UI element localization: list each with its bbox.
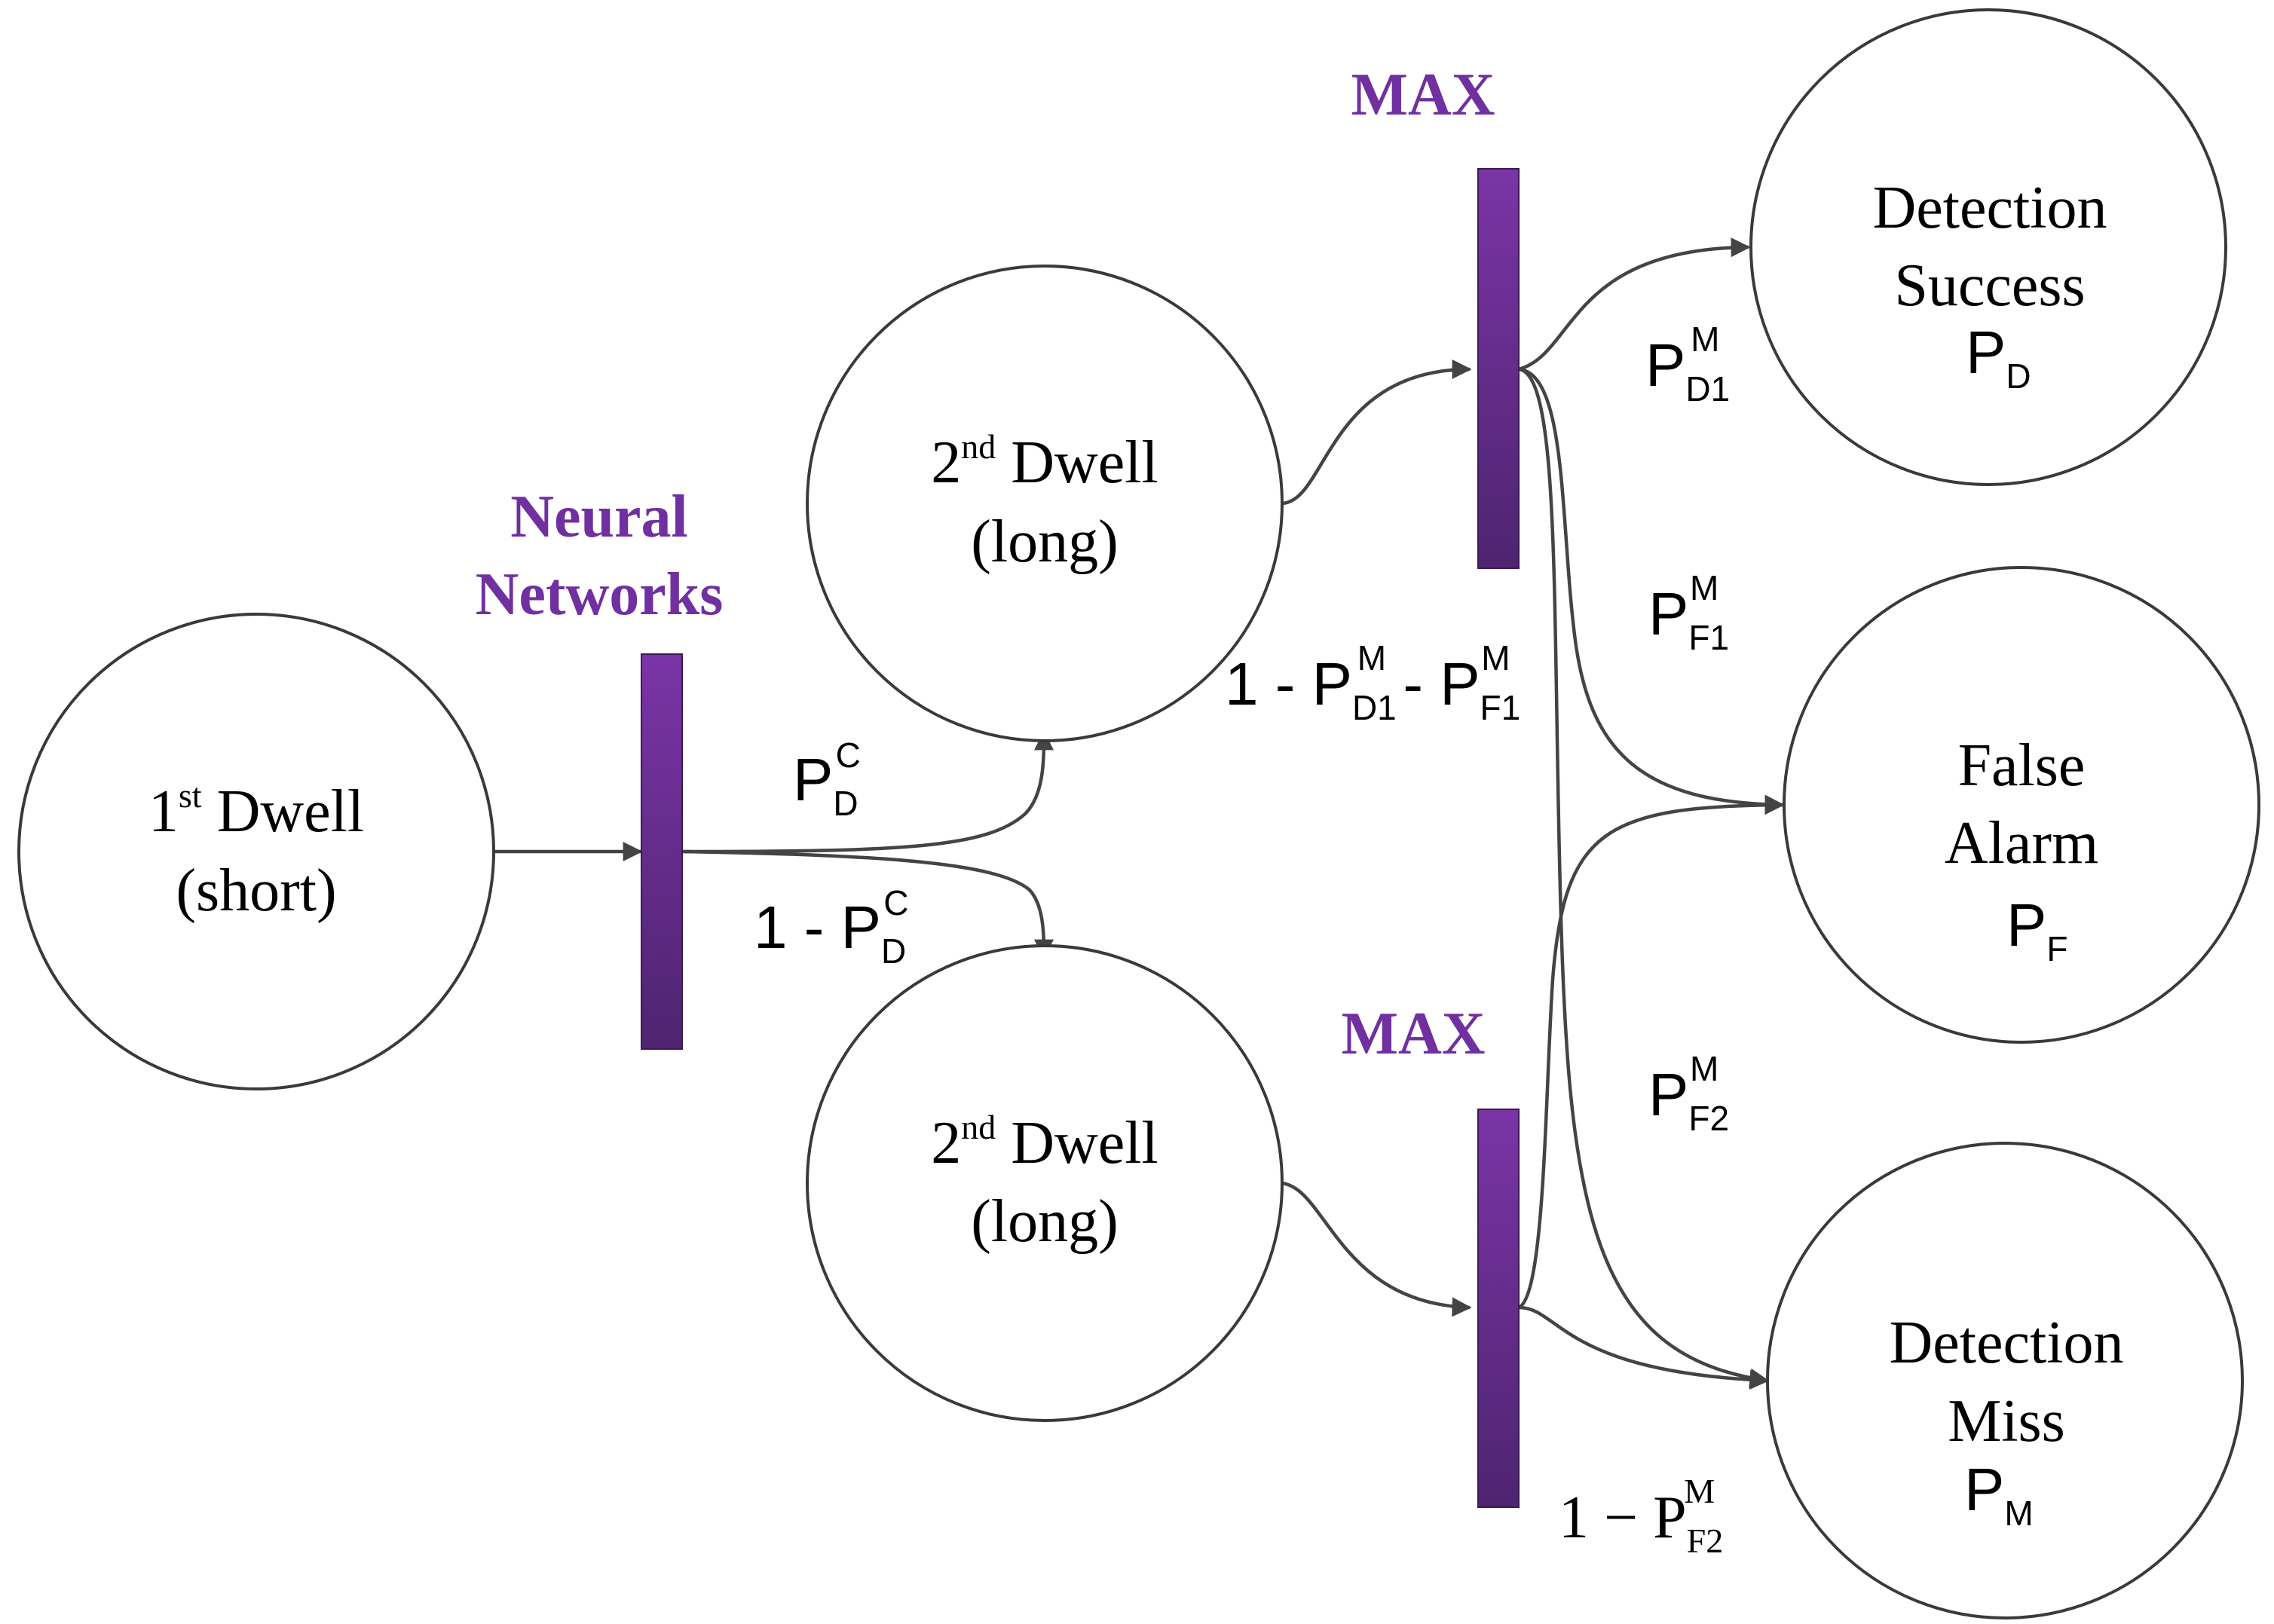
second-dwell-bottom-num: 2 [931, 1110, 961, 1176]
edge-neural-to-second-dwell-bottom [681, 849, 1054, 959]
gates [641, 168, 1520, 1508]
false-alarm-sub: F [2046, 929, 2067, 968]
label-one-minus-pd1-pf1: 1 - PD1M - PF1M [1225, 638, 1520, 727]
neural-networks-label-line1: Neural [510, 484, 688, 550]
detection-success-line1: Detection [1873, 175, 2107, 241]
detection-miss-sym: P [1964, 1456, 2004, 1523]
svg-text:PM: PM [1964, 1456, 2034, 1533]
label-pdc: PDC [793, 736, 861, 823]
edge-max-bottom-to-false-alarm [1517, 795, 1785, 1310]
svg-text:1st Dwell: 1st Dwell [148, 776, 364, 845]
detection-success-sym: P [1966, 319, 2006, 386]
svg-text:PD: PD [1966, 319, 2031, 396]
max-gate-bottom [1477, 1109, 1520, 1508]
edge-max-top-to-detection-miss [1518, 367, 1770, 1388]
edge-max-top-to-detection-success [1518, 237, 1751, 372]
second-dwell-top-node: 2nd Dwell (long) [806, 265, 1284, 742]
edge-second-dwell-bottom-to-max-bottom [1281, 1181, 1472, 1317]
edge-labels: PDC 1 - PDC PD1M PF1M 1 - PD1M - PF1M PF… [754, 320, 1730, 1560]
first-dwell-num: 1 [148, 778, 179, 845]
detection-success-sub: D [2006, 356, 2031, 396]
second-dwell-top-sup: nd [961, 427, 996, 466]
label-pf2m: PF2M [1648, 1049, 1729, 1138]
label-pf1m: PF1M [1648, 568, 1729, 657]
max-gate-top [1477, 168, 1520, 569]
first-dwell-node: 1st Dwell (short) [17, 613, 495, 1090]
second-dwell-bottom-node: 2nd Dwell (long) [806, 944, 1284, 1422]
edge-max-bottom-to-detection-miss [1518, 1305, 1770, 1390]
label-one-minus-pdc: 1 - PDC [754, 883, 908, 971]
detection-miss-line1: Detection [1890, 1310, 2124, 1376]
detection-miss-sub: M [2004, 1494, 2033, 1533]
gate-labels: Neural Networks MAX MAX [476, 62, 1495, 1067]
false-alarm-sym: P [2006, 892, 2046, 959]
false-alarm-line2: Alarm [1945, 810, 2098, 876]
false-alarm-line1: False [1958, 732, 2086, 799]
edge-max-top-to-false-alarm [1518, 367, 1785, 815]
svg-text:2nd Dwell: 2nd Dwell [931, 1108, 1158, 1176]
second-dwell-top-num: 2 [931, 430, 961, 496]
neural-network-gate [641, 653, 683, 1050]
edge-second-dwell-top-to-max-top [1281, 359, 1472, 506]
label-pd1m: PD1M [1645, 320, 1730, 408]
second-dwell-bottom-sup: nd [961, 1108, 996, 1146]
edge-neural-to-second-dwell-top [681, 730, 1054, 854]
detection-success-node: Detection Success PD [1749, 8, 2227, 486]
label-one-minus-pf2m: 1 − PF2M [1559, 1472, 1723, 1560]
first-dwell-word: Dwell [202, 778, 365, 845]
detection-success-line2: Success [1894, 252, 2085, 319]
detection-miss-node: Detection Miss PM [1766, 1142, 2244, 1619]
svg-text:PF: PF [2006, 892, 2067, 968]
max-bottom-label: MAX [1341, 1001, 1485, 1067]
edges [494, 237, 1785, 1390]
first-dwell-sup: st [179, 776, 202, 815]
svg-text:2nd Dwell: 2nd Dwell [931, 427, 1158, 496]
second-dwell-bottom-word: Dwell [996, 1110, 1158, 1176]
max-top-label: MAX [1351, 62, 1495, 128]
second-dwell-top-word: Dwell [996, 430, 1158, 496]
false-alarm-node: False Alarm PF [1783, 566, 2260, 1044]
second-dwell-bottom-line2: (long) [971, 1188, 1119, 1255]
neural-networks-label-line2: Networks [476, 561, 724, 628]
first-dwell-line2: (short) [176, 858, 336, 924]
detection-miss-line2: Miss [1948, 1388, 2065, 1454]
second-dwell-top-line2: (long) [971, 509, 1119, 575]
